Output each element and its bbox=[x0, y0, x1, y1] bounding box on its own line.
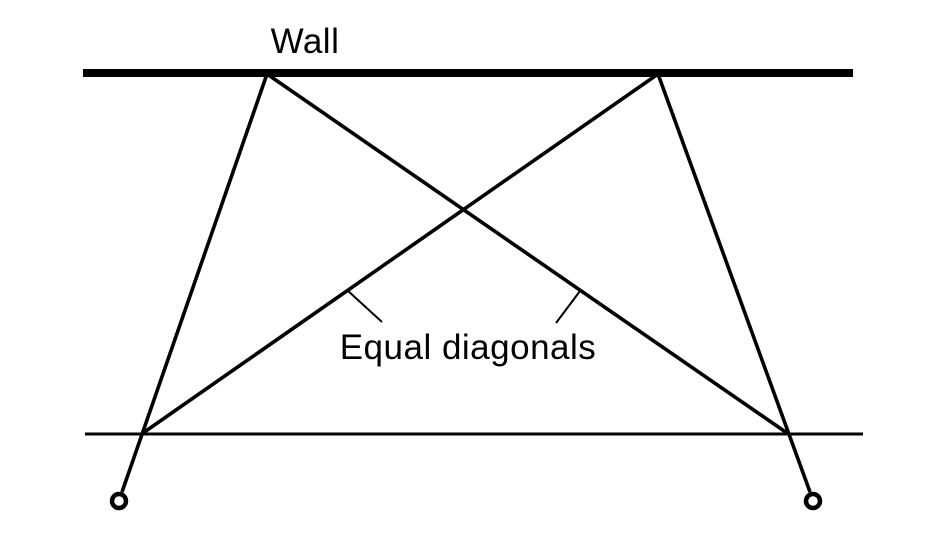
diagonal-tl-br-line bbox=[265, 72, 789, 435]
diagonal-tr-bl-line bbox=[141, 72, 660, 435]
right-leg-line bbox=[656, 73, 812, 493]
equal-diagonals-label: Equal diagonals bbox=[340, 328, 597, 367]
wall-label: Wall bbox=[271, 22, 340, 61]
left-leader-tick bbox=[346, 289, 383, 323]
right-stake-circle bbox=[803, 491, 823, 511]
left-leg-line bbox=[120, 73, 269, 493]
diagram-lines bbox=[83, 69, 863, 493]
left-stake-circle bbox=[109, 491, 129, 511]
stake-markers bbox=[109, 491, 823, 511]
right-leader-tick bbox=[555, 290, 581, 324]
